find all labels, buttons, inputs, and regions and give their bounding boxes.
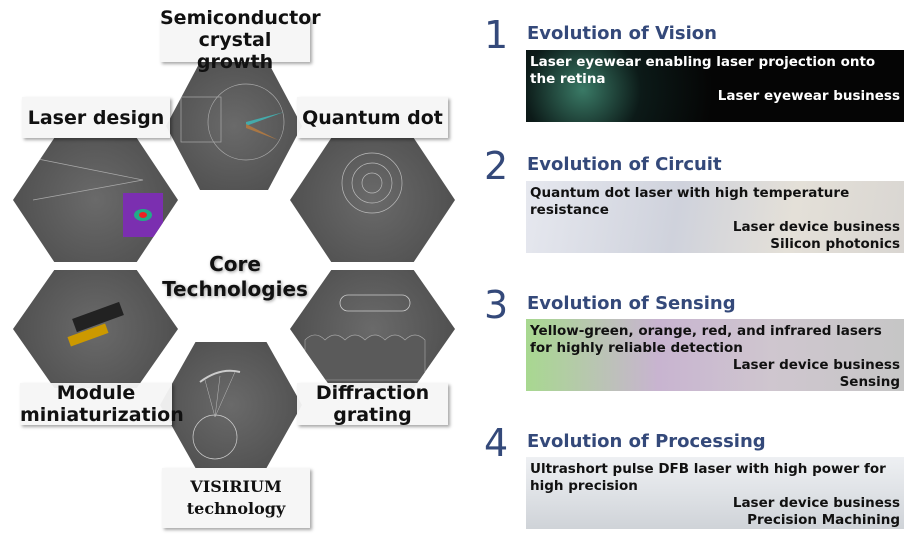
label-line: miniaturization bbox=[20, 404, 184, 426]
quantum-dot-hex-image bbox=[290, 138, 455, 262]
core-line: Technologies bbox=[162, 277, 308, 301]
evolution-banner: Quantum dot laser with high temperature … bbox=[526, 181, 904, 253]
evolution-business: Sensing bbox=[839, 374, 900, 390]
label-line: grating bbox=[333, 404, 412, 426]
label-quantum-dot: Quantum dot bbox=[297, 97, 448, 138]
evolution-number: 1 bbox=[484, 13, 509, 57]
evolution-banner: Ultrashort pulse DFB laser with high pow… bbox=[526, 457, 904, 529]
label-line: crystal growth bbox=[196, 29, 274, 73]
evolution-title: Evolution of Circuit bbox=[527, 154, 722, 175]
label-laser-design: Laser design bbox=[22, 97, 170, 138]
label-line: technology bbox=[186, 499, 286, 518]
evolution-title: Evolution of Sensing bbox=[527, 293, 736, 314]
evolution-banner: Laser eyewear enabling laser projection … bbox=[526, 50, 904, 122]
evolution-business: Precision Machining bbox=[747, 512, 900, 528]
evolution-description: Laser eyewear enabling laser projection … bbox=[530, 54, 876, 87]
evolution-banner: Yellow-green, orange, red, and infrared … bbox=[526, 319, 904, 391]
label-line: Quantum dot bbox=[302, 106, 443, 129]
evolution-title: Evolution of Vision bbox=[527, 23, 717, 44]
label-visirium-technology: VISIRIUM technology bbox=[162, 468, 310, 528]
evolution-number: 4 bbox=[484, 421, 509, 465]
semiconductor-hex-image bbox=[166, 62, 302, 190]
core-line: Core bbox=[209, 252, 261, 276]
label-line: Diffraction bbox=[315, 382, 430, 404]
label-line: Laser design bbox=[27, 106, 165, 129]
label-line: Semiconductor bbox=[160, 7, 321, 29]
evolution-title: Evolution of Processing bbox=[527, 431, 766, 452]
label-line: Module bbox=[56, 382, 136, 404]
evolution-description: Yellow-green, orange, red, and infrared … bbox=[530, 323, 882, 356]
evolution-business: Silicon photonics bbox=[770, 236, 900, 252]
evolution-number: 3 bbox=[484, 283, 509, 327]
evolution-business: Laser device business bbox=[732, 219, 900, 235]
evolution-business: Laser device business bbox=[732, 495, 900, 511]
evolution-business: Laser device business bbox=[732, 357, 900, 373]
evolution-description: Ultrashort pulse DFB laser with high pow… bbox=[530, 461, 886, 494]
label-line: VISIRIUM bbox=[190, 477, 282, 496]
evolution-description: Quantum dot laser with high temperature … bbox=[530, 185, 850, 218]
evolution-number: 2 bbox=[484, 144, 509, 188]
evolution-business: Laser eyewear business bbox=[717, 88, 900, 104]
laser-design-hex-image bbox=[13, 138, 178, 262]
